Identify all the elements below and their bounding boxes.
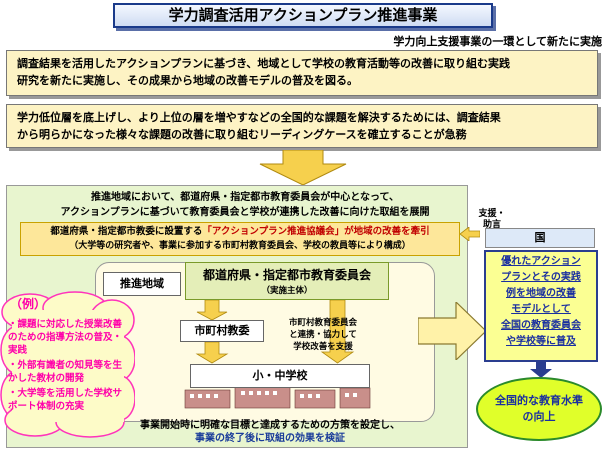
board-title: 都道府県・指定都市教育委員会 [202, 268, 371, 282]
model-line-2: プランとその実践 [501, 272, 581, 283]
council-highlight: 「アクションプラン推進協議会」が地域の改善を牽引 [202, 226, 430, 237]
city-note-line-3: 学校改善を支援 [293, 342, 353, 352]
model-line-3: 例を地域の改善 [506, 288, 576, 299]
goal-ellipse: 全国的な教育水準 の向上 [476, 377, 602, 441]
city-note-line-2: と連携・協力して [289, 330, 357, 340]
issue-line-1: 学力低位層を底上げし、より上位の層を増やすなどの全国的な課題を解決するためには、… [17, 111, 501, 124]
country-box: 国 [485, 228, 595, 248]
support-line-2: 助言 [482, 220, 501, 230]
subtitle: 学力向上支援事業の一環として新たに実施 [393, 35, 602, 48]
model-dissemination-box: 優れたアクション プランとその実践 例を地域の改善 モデルとして 全国の教育委員… [484, 250, 598, 362]
board-sub: （実施主体） [261, 286, 313, 296]
goal-line-2: の向上 [522, 410, 556, 423]
examples-title: （例） [10, 297, 47, 311]
issue-box: 学力低位層を底上げし、より上位の層を増やすなどの全国的な課題を解決するためには、… [6, 104, 598, 148]
intro-line-2: 研究を新たに実施し、その成果から地域の改善モデルの普及を図る。 [17, 74, 358, 87]
council-box: 都道府県・指定都市教委に設置する「アクションプラン推進協議会」が地域の改善を牽引… [20, 222, 460, 256]
evaluation-line-1: 事業開始時に明確な目標と達成するための方策を設定し、 [140, 420, 400, 431]
down-arrow-icon [259, 150, 347, 185]
region-label: 推進地域 [103, 272, 181, 296]
example-item: ・大学等を活用した学校サポート体制の充実 [8, 388, 123, 412]
council-prefix: 都道府県・指定都市教委に設置する [50, 226, 203, 237]
implementation-description: 推進地域において、都道府県・指定都市教育委員会が中心となって、 アクションプラン… [40, 190, 450, 220]
left-arrow-icon [460, 227, 480, 241]
school-box: 小・中学校 [190, 364, 370, 388]
examples-cloud [0, 291, 135, 438]
city-board-note: 市町村教育委員会 と連携・協力して 学校改善を支援 [268, 317, 378, 353]
model-line-5: 全国の教育委員会 [501, 320, 581, 331]
example-item: ・外部有識者の知見等を生かした教材の開発 [8, 360, 123, 384]
right-arrow-icon [418, 302, 486, 360]
city-board-box: 市町村教委 [180, 320, 264, 342]
support-label: 支援・ 助言 [472, 209, 512, 231]
model-line-1: 優れたアクション [501, 256, 581, 267]
implementation-line-2: アクションプランに基づいて教育委員会と学校が連携した改善に向けた取組を展開 [60, 207, 430, 218]
intro-line-1: 調査結果を活用したアクションプランに基づき、地域として学校の教育活動等の改善に取… [17, 57, 511, 70]
goal-line-1: 全国的な教育水準 [495, 394, 583, 407]
implementation-line-1: 推進地域において、都道府県・指定都市教育委員会が中心となって、 [91, 192, 399, 203]
council-line: 都道府県・指定都市教委に設置する「アクションプラン推進協議会」が地域の改善を牽引 [21, 224, 459, 239]
examples-list: ・課題に対応した授業改善のための指導方法の普及・実践 ・外部有識者の知見等を生か… [8, 318, 126, 415]
prefecture-board-box: 都道府県・指定都市教育委員会 （実施主体） [185, 262, 389, 300]
arrow-board-to-school [320, 299, 355, 364]
arrow-city-to-school [195, 341, 229, 364]
down-arrow-icon [530, 362, 552, 378]
issue-line-2: から明らかになった様々な課題の改善に取り組むリーディングケースを確立することが急… [17, 128, 467, 141]
evaluation-line-2: 事業の終了後に取組の効果を検証 [195, 433, 345, 444]
support-line-1: 支援・ [478, 209, 506, 219]
flow-arrows [184, 299, 371, 409]
arrow-board-to-city [196, 299, 228, 321]
page-title: 学力調査活用アクションプラン推進事業 [113, 3, 493, 28]
city-note-line-1: 市町村教育委員会 [288, 318, 357, 328]
council-sub: （大学等の研究者や、事業に参加する市町村教育委員会、学校の教員等により構成） [69, 241, 411, 251]
intro-box: 調査結果を活用したアクションプランに基づき、地域として学校の教育活動等の改善に取… [6, 50, 598, 96]
example-item: ・課題に対応した授業改善のための指導方法の普及・実践 [8, 319, 123, 356]
school-building-icon [184, 385, 371, 409]
model-line-6: や学校等に普及 [506, 336, 576, 347]
evaluation-text: 事業開始時に明確な目標と達成するための方策を設定し、 事業の終了後に取組の効果を… [100, 419, 440, 445]
model-line-4: モデルとして [511, 304, 571, 315]
